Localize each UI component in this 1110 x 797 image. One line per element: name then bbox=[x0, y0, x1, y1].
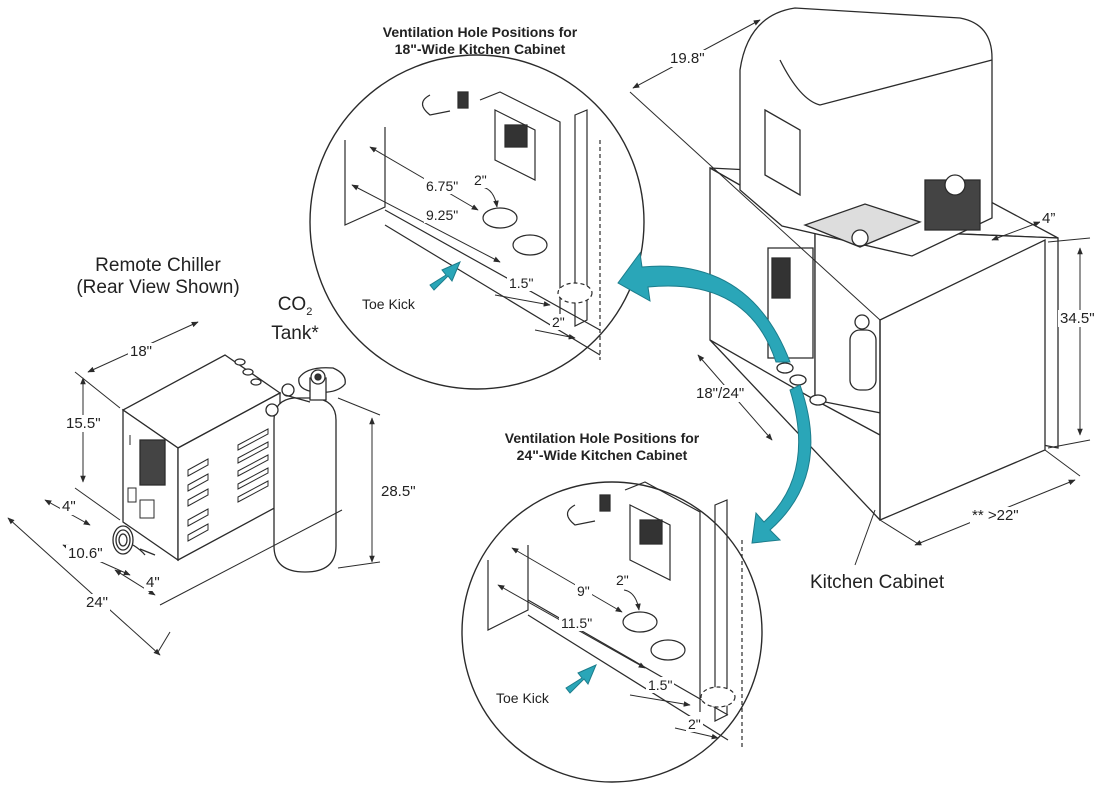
dim-chiller-offset-bottom: 4" bbox=[144, 574, 162, 591]
remote-chiller-title-line1: Remote Chiller bbox=[95, 255, 221, 276]
cabinet-18-heading-line2: 18"-Wide Kitchen Cabinet bbox=[394, 41, 566, 57]
cabinet-18-heading: Ventilation Hole Positions for 18"-Wide … bbox=[340, 24, 620, 58]
dim-18-d2: 9.25" bbox=[424, 207, 461, 223]
dim-chiller-depth-inner: 10.6" bbox=[66, 545, 105, 562]
circle-18-detail bbox=[310, 55, 644, 389]
dim-24-d1: 9" bbox=[575, 583, 592, 599]
remote-chiller-title: Remote Chiller (Rear View Shown) bbox=[66, 255, 250, 299]
dim-24-edge: 2" bbox=[686, 716, 703, 732]
dim-18-gap: 1.5" bbox=[507, 275, 536, 291]
co2-tank-drawing bbox=[266, 368, 345, 572]
co2-tank-label: CO2 Tank* bbox=[262, 294, 328, 345]
callout-arrow-24 bbox=[752, 385, 811, 543]
dim-chiller-total-depth: 24" bbox=[84, 594, 111, 611]
toe-kick-arrow-24 bbox=[566, 665, 596, 693]
toe-kick-label-24: Toe Kick bbox=[496, 690, 549, 706]
dim-chiller-width: 18" bbox=[128, 343, 155, 360]
circle-24-detail bbox=[462, 482, 762, 782]
dim-cabinet-width: 18"/24" bbox=[694, 385, 747, 402]
dim-18-edge: 2" bbox=[550, 314, 567, 330]
remote-chiller-title-line2: (Rear View Shown) bbox=[76, 277, 240, 298]
cabinet-24-heading: Ventilation Hole Positions for 24"-Wide … bbox=[462, 430, 742, 464]
co2-label-line1: CO2 bbox=[277, 294, 313, 318]
callout-arrow-18 bbox=[618, 253, 790, 362]
dim-24-d2: 11.5" bbox=[559, 615, 595, 631]
dim-chiller-height: 15.5" bbox=[64, 415, 103, 432]
cabinet-24-heading-line2: 24"-Wide Kitchen Cabinet bbox=[516, 447, 688, 463]
cabinet-18-heading-line1: Ventilation Hole Positions for bbox=[382, 24, 578, 40]
dim-18-d1: 6.75" bbox=[424, 178, 461, 194]
toe-kick-label-18: Toe Kick bbox=[362, 296, 415, 312]
dim-side-gap: 4” bbox=[1040, 210, 1058, 227]
dim-24-gap: 1.5" bbox=[646, 677, 675, 693]
dim-machine-depth: 19.8" bbox=[668, 50, 707, 67]
kitchen-cabinet-label: Kitchen Cabinet bbox=[810, 572, 945, 593]
dim-cabinet-height: 34.5" bbox=[1058, 310, 1097, 327]
dim-cabinet-depth: ** >22" bbox=[970, 507, 1021, 524]
remote-chiller-drawing bbox=[113, 355, 280, 560]
dim-24-hole: 2" bbox=[614, 572, 631, 588]
dim-chiller-offset-top: 4" bbox=[60, 498, 78, 515]
cabinet-24-heading-line1: Ventilation Hole Positions for bbox=[504, 430, 700, 446]
toe-kick-arrow-18 bbox=[430, 262, 460, 290]
dim-18-hole: 2" bbox=[472, 172, 489, 188]
dim-tank-height: 28.5" bbox=[379, 483, 418, 500]
kitchen-cabinet-drawing bbox=[710, 8, 1058, 520]
co2-label-line2: Tank* bbox=[271, 322, 319, 344]
